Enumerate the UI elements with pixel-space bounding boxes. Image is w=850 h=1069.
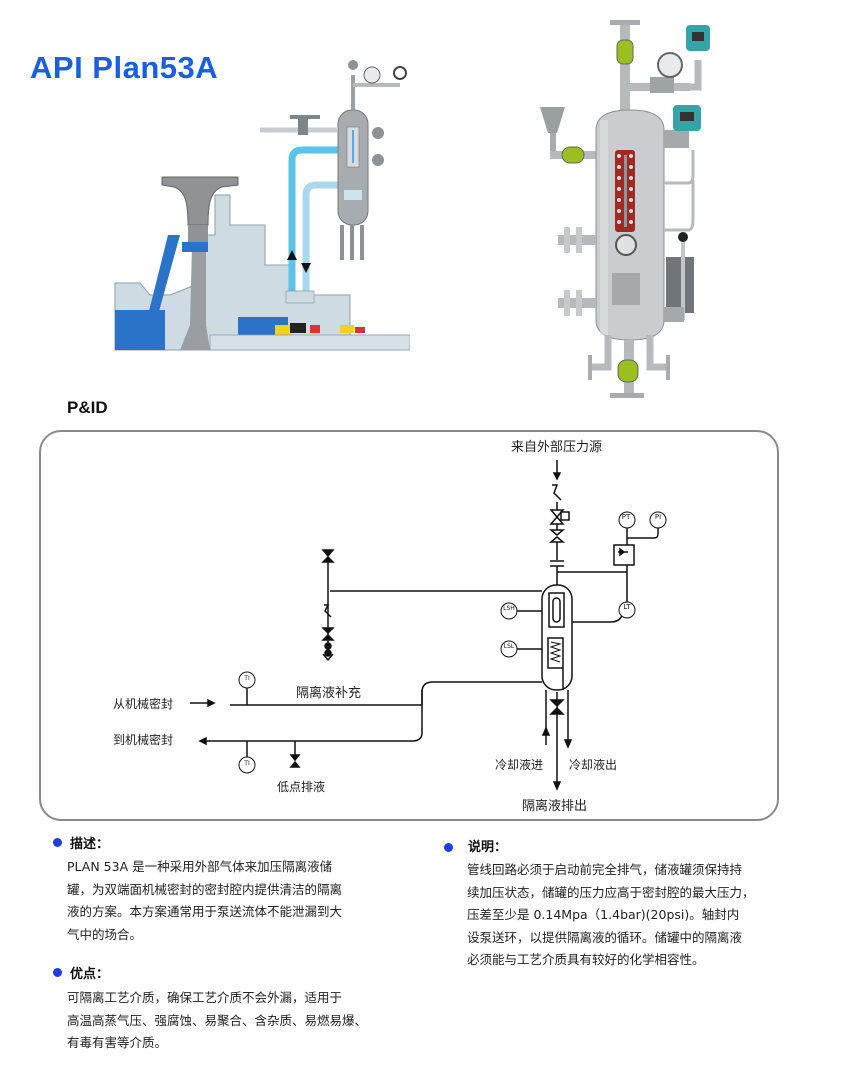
advantages-heading: 优点： (70, 967, 110, 982)
lsl-label: LSL (503, 643, 515, 650)
advantages-line: 有毒有害等介质。 (67, 1035, 168, 1050)
pt-instrument (618, 511, 636, 529)
manifold-block (613, 544, 635, 566)
notes-line: 管线回路必须于启动前完全排气，储液罐须保持持 (467, 862, 743, 877)
barrier-fill-label: 隔离液补充 (296, 686, 362, 701)
lsh-label: LSH (503, 605, 515, 612)
advantages-line: 高温高蒸气压、强腐蚀、易聚合、含杂质、易燃易爆、 (67, 1012, 368, 1028)
advantages-text: 可隔离工艺介质，确保工艺介质不会外漏，适用于 高温高蒸气压、强腐蚀、易聚合、含杂… (67, 987, 367, 1055)
pi-label: PI (654, 513, 662, 521)
lsl-instrument (500, 640, 518, 658)
description-line: 罐，为双端面机械密封的密封腔内提供清洁的隔离 (67, 881, 343, 897)
to-seal-label: 到机械密封 (113, 733, 174, 747)
low-drain-label: 低点排液 (277, 780, 326, 794)
check-valve-top (552, 484, 562, 510)
pid-diagram (190, 460, 667, 791)
isolation-valve-top (548, 524, 566, 560)
pressure-regulator-icon (549, 509, 570, 525)
notes-line: 设泵送环，以提供隔离液的循环。储罐中的隔离液 (467, 929, 743, 945)
pid-frame (39, 430, 779, 821)
ti-instrument-bottom (238, 756, 256, 774)
cooling-coil (547, 637, 564, 669)
description-line: 液的方案。本方案通常用于泵送流体不能泄漏到大 (67, 904, 343, 919)
description-line: 气中的场合。 (67, 926, 143, 942)
pressure-source-arrow (552, 460, 562, 481)
notes-line: 续加压状态，储罐的压力应高于密封腔的最大压力， (467, 884, 755, 900)
notes-text: 管线回路必须于启动前完全排气，储液罐须保持持 续加压状态，储罐的压力应高于密封腔… (467, 859, 755, 972)
pump-seal-illustration (114, 60, 410, 351)
description-heading: 描述： (70, 837, 110, 852)
page-title: API Plan53A (30, 50, 219, 85)
ti-instrument-top (238, 671, 256, 689)
pid-title: P&ID (67, 398, 108, 417)
description-line: PLAN 53A 是一种采用外部气体来加压隔离液储 (67, 859, 333, 874)
sight-glass (548, 592, 565, 628)
notes-line: 压差至少是 0.14Mpa（1.4bar)(20psi)。轴封内 (467, 907, 740, 922)
pt-label: PT (621, 513, 631, 521)
ti-top-label: TI (244, 675, 250, 682)
barrier-drain-label: 隔离液排出 (522, 799, 588, 814)
lt-label: LT (623, 603, 631, 611)
bullet-icon (53, 968, 62, 977)
ti-bottom-label: TI (244, 760, 250, 767)
seal-pot-illustration (540, 20, 710, 398)
bullet-icon (444, 843, 453, 852)
pressure-source-label: 来自外部压力源 (511, 440, 603, 455)
advantages-line: 可隔离工艺介质，确保工艺介质不会外漏，适用于 (67, 990, 343, 1005)
coolant-in-label: 冷却液进 (495, 758, 544, 772)
notes-line: 必须能与工艺介质具有较好的化学相容性。 (467, 952, 705, 967)
coolant-out-label: 冷却液出 (569, 758, 618, 772)
lsh-instrument (500, 602, 518, 620)
description-text: PLAN 53A 是一种采用外部气体来加压隔离液储 罐，为双端面机械密封的密封腔… (67, 856, 342, 946)
orifice-flange (550, 560, 564, 585)
bullet-icon (53, 838, 62, 847)
notes-heading: 说明： (468, 840, 508, 855)
from-seal-label: 从机械密封 (113, 697, 174, 711)
